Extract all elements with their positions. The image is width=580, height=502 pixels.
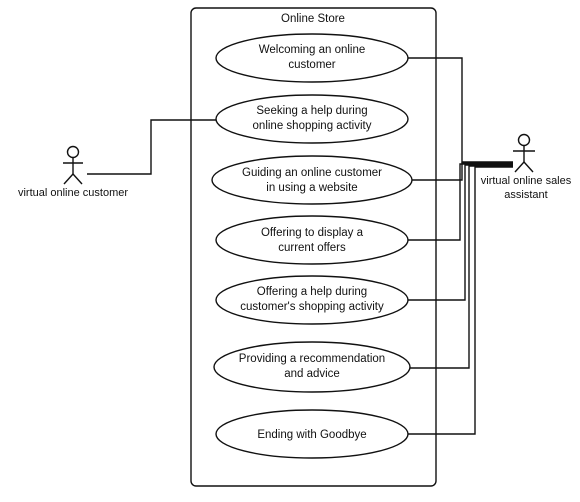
svg-text:customer's shopping activity: customer's shopping activity: [240, 301, 384, 313]
association-assistant-offer-help: [405, 164, 513, 301]
association-assistant-goodbye: [408, 166, 513, 435]
svg-text:Welcoming an online: Welcoming an online: [259, 44, 366, 56]
association-assistant-guiding: [412, 162, 513, 181]
svg-text:Providing a recommendation: Providing a recommendation: [239, 353, 385, 365]
svg-text:customer: customer: [288, 59, 335, 71]
actor-assistant-label-line1: virtual online sales: [481, 175, 572, 187]
svg-text:current offers: current offers: [278, 242, 346, 254]
use-case-offer-help: Offering a help during customer's shoppi…: [215, 275, 409, 325]
use-case-recommendation: Providing a recommendation and advice: [213, 341, 411, 393]
association-assistant-welcoming: [405, 57, 513, 163]
system-title: Online Store: [281, 13, 345, 25]
svg-text:Guiding an online customer: Guiding an online customer: [242, 167, 382, 179]
actor-assistant: virtual online sales assistant: [481, 133, 572, 201]
svg-text:Offering a help during: Offering a help during: [257, 286, 367, 298]
use-case-seeking-help: Seeking a help during online shopping ac…: [215, 94, 409, 144]
association-customer-seeking-help: [87, 119, 218, 175]
actor-customer-label: virtual online customer: [18, 187, 128, 199]
association-assistant-recommendation: [410, 165, 513, 369]
use-case-offers: Offering to display a current offers: [215, 215, 409, 265]
stick-figure-icon: [513, 133, 535, 173]
svg-text:Offering to display a: Offering to display a: [261, 227, 364, 239]
svg-text:and advice: and advice: [284, 368, 340, 380]
svg-text:Seeking a help during: Seeking a help during: [256, 105, 367, 117]
svg-text:in using a website: in using a website: [266, 182, 357, 194]
actor-customer: virtual online customer: [18, 145, 128, 199]
association-assistant-offers: [405, 163, 513, 241]
actor-assistant-label-line2: assistant: [504, 189, 547, 201]
use-case-goodbye: Ending with Goodbye: [215, 409, 409, 459]
svg-text:online shopping activity: online shopping activity: [253, 120, 372, 132]
stick-figure-icon: [63, 145, 83, 185]
svg-text:Ending with Goodbye: Ending with Goodbye: [257, 429, 366, 441]
associations: [87, 57, 513, 435]
use-case-guiding: Guiding an online customer in using a we…: [211, 155, 413, 205]
use-case-welcoming: Welcoming an online customer: [215, 33, 409, 83]
